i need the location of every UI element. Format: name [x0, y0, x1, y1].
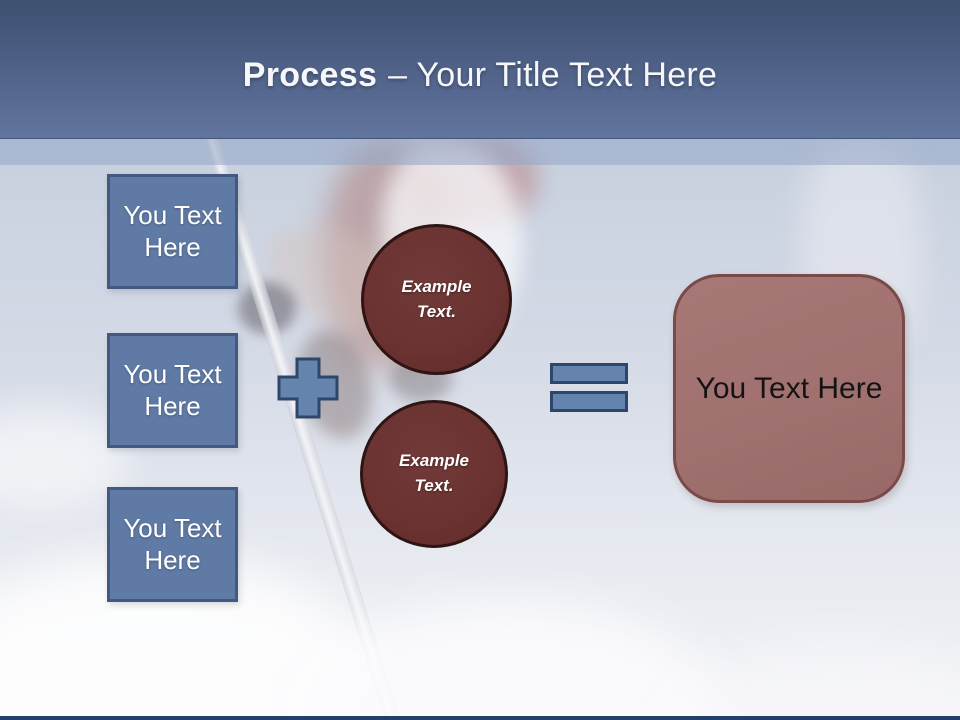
input-box-3-label: You Text Here [123, 512, 222, 575]
example-circle-1[interactable]: Example Text. [361, 224, 512, 375]
input-box-2[interactable]: You Text Here [107, 333, 238, 448]
header-band: Process – Your Title Text Here [0, 0, 960, 139]
plus-icon [277, 357, 339, 419]
example-circle-1-label: Example Text. [401, 276, 472, 321]
footer-bar [0, 716, 960, 720]
header-translucent-band [0, 138, 960, 165]
input-box-1-label: You Text Here [123, 199, 222, 262]
title-bold-text: Process [242, 55, 378, 94]
equals-icon [550, 363, 628, 412]
title-rest-text: – Your Title Text Here [388, 55, 718, 94]
input-box-3[interactable]: You Text Here [107, 487, 238, 602]
result-box[interactable]: You Text Here [673, 274, 905, 503]
page-title: Process – Your Title Text Here [243, 44, 717, 95]
example-circle-2[interactable]: Example Text. [360, 400, 508, 548]
example-circle-2-label: Example Text. [399, 451, 469, 495]
result-box-label: You Text Here [695, 371, 883, 405]
input-box-2-label: You Text Here [123, 358, 222, 421]
input-box-1[interactable]: You Text Here [107, 174, 238, 289]
